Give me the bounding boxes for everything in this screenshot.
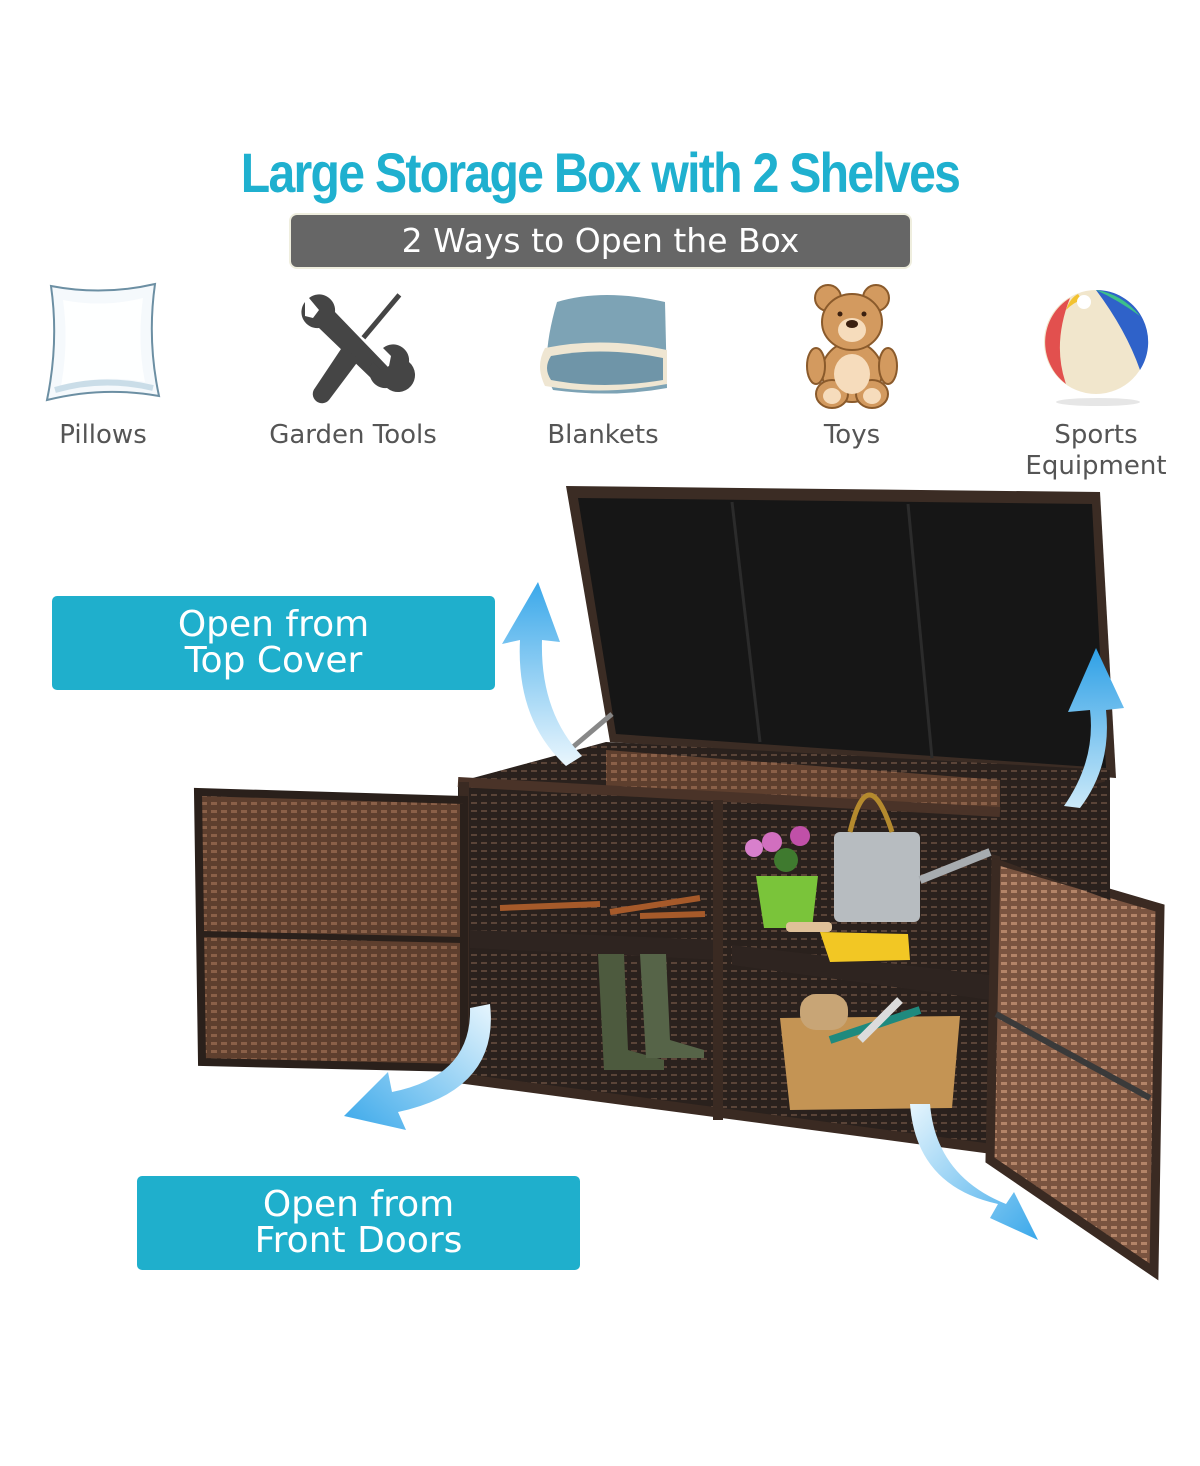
category-sports-equipment: Sports Equipment	[986, 280, 1200, 482]
category-garden-tools: Garden Tools	[243, 280, 463, 451]
callout-line: Open from	[262, 1184, 455, 1225]
pillow-icon	[45, 282, 161, 402]
product-image-storage-box	[193, 486, 1165, 1281]
arrow-swing-left-icon	[344, 1004, 491, 1130]
callout-top-cover: Open from Top Cover	[52, 596, 495, 690]
page-title: Large Storage Box with 2 Shelves	[240, 141, 961, 204]
category-label: Blankets	[547, 420, 659, 450]
callout-line: Open from	[177, 604, 370, 645]
category-pillows: Pillows	[0, 280, 213, 451]
beach-ball-icon	[1044, 289, 1149, 406]
category-label: Garden Tools	[269, 420, 437, 450]
subtitle-banner: 2 Ways to Open the Box	[291, 215, 910, 267]
arrow-up-left-icon	[502, 582, 582, 766]
callout-line: Front Doors	[254, 1220, 463, 1261]
category-toys: Toys	[742, 280, 962, 451]
callout-front-doors: Open from Front Doors	[137, 1176, 580, 1270]
callout-line: Top Cover	[184, 640, 363, 681]
category-blankets: Blankets	[493, 280, 713, 451]
teddy-bear-icon	[806, 284, 898, 409]
arrow-up-right-icon	[1064, 648, 1124, 808]
wrench-screwdriver-icon	[301, 293, 416, 404]
category-label: Toys	[823, 420, 881, 450]
category-label: Pillows	[59, 420, 147, 450]
folded-blanket-icon	[540, 295, 667, 394]
category-label: Sports Equipment	[1025, 420, 1167, 481]
arrow-swing-right-icon	[910, 1104, 1038, 1240]
